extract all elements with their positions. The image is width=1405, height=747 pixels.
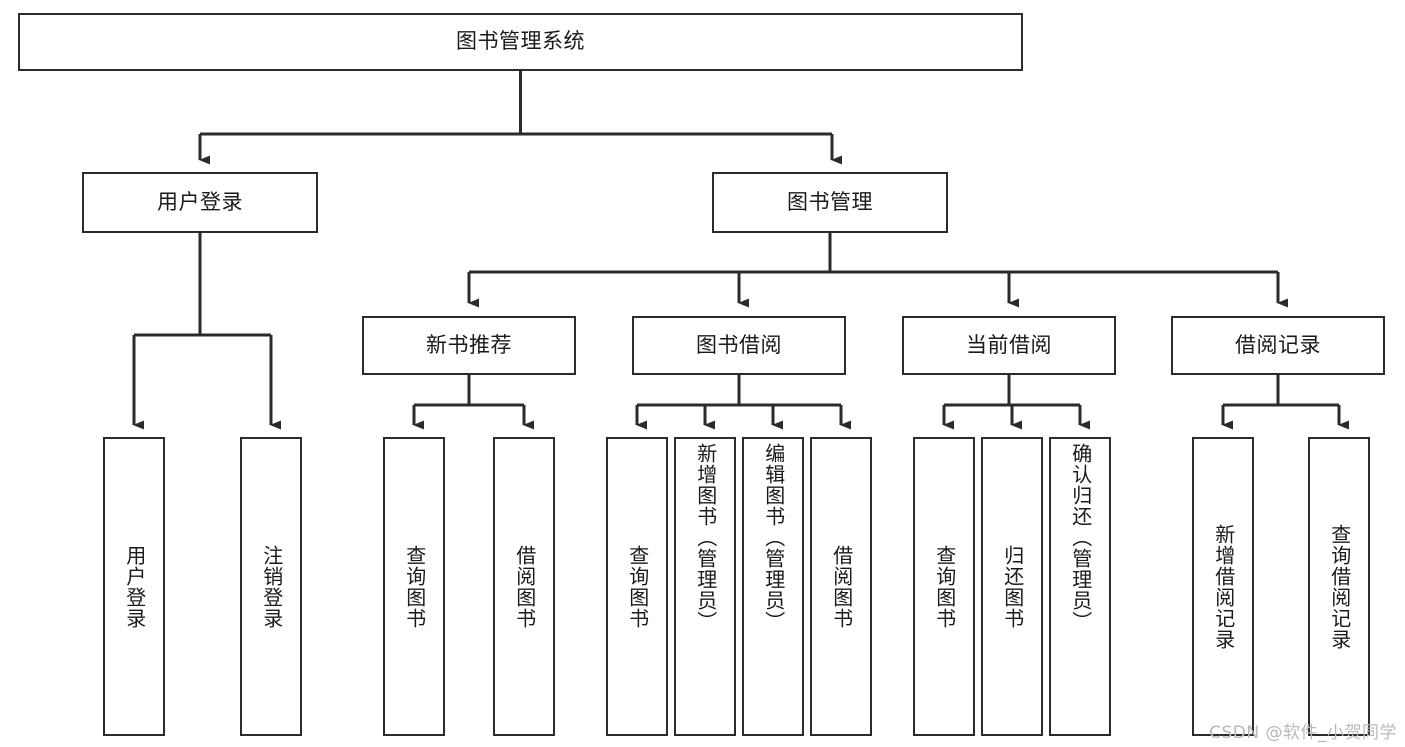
node-book-borrow-label: 图书借阅 [696,332,782,357]
node-leaf-add-record[interactable]: 新增借阅记录 [1192,437,1254,736]
node-leaf-query-book-2-label: 查询图书 [625,544,650,629]
node-leaf-query-book-2[interactable]: 查询图书 [606,437,668,736]
node-user-login-label: 用户登录 [157,189,243,214]
csdn-watermark: CSDN @软件_小贺同学 [1209,723,1397,743]
node-leaf-user-login-label: 用户登录 [122,544,147,629]
node-leaf-borrow-book-1[interactable]: 借阅图书 [493,437,555,736]
node-borrow-record-label: 借阅记录 [1235,332,1321,357]
node-leaf-borrow-book-2-label: 借阅图书 [829,544,854,629]
node-book-borrow[interactable]: 图书借阅 [632,316,846,375]
node-leaf-confirm-return-label: 确认归还（管理员） [1068,443,1093,632]
node-current-borrow-label: 当前借阅 [966,332,1052,357]
node-user-login[interactable]: 用户登录 [82,172,318,233]
node-new-book-recommend[interactable]: 新书推荐 [362,316,576,375]
node-leaf-edit-book-label: 编辑图书（管理员） [761,443,786,632]
node-new-book-recommend-label: 新书推荐 [426,332,512,357]
node-leaf-query-book-3-label: 查询图书 [932,544,957,629]
node-leaf-return-book[interactable]: 归还图书 [981,437,1043,736]
node-leaf-query-book-1[interactable]: 查询图书 [383,437,445,736]
node-leaf-query-record[interactable]: 查询借阅记录 [1308,437,1370,736]
node-leaf-user-login[interactable]: 用户登录 [103,437,165,736]
node-current-borrow[interactable]: 当前借阅 [902,316,1116,375]
node-leaf-add-record-label: 新增借阅记录 [1211,523,1236,650]
node-leaf-add-book-label: 新增图书（管理员） [693,443,718,632]
node-leaf-user-logout[interactable]: 注销登录 [240,437,302,736]
node-book-manage-label: 图书管理 [787,189,873,214]
node-leaf-edit-book[interactable]: 编辑图书（管理员） [742,437,804,736]
node-root-system-label: 图书管理系统 [456,29,585,54]
node-leaf-borrow-book-1-label: 借阅图书 [512,544,537,629]
node-leaf-query-book-1-label: 查询图书 [402,544,427,629]
node-leaf-return-book-label: 归还图书 [1000,544,1025,629]
node-book-manage[interactable]: 图书管理 [712,172,948,233]
node-leaf-add-book[interactable]: 新增图书（管理员） [674,437,736,736]
node-leaf-borrow-book-2[interactable]: 借阅图书 [810,437,872,736]
node-leaf-query-book-3[interactable]: 查询图书 [913,437,975,736]
node-borrow-record[interactable]: 借阅记录 [1171,316,1385,375]
node-leaf-query-record-label: 查询借阅记录 [1327,523,1352,650]
node-root-system[interactable]: 图书管理系统 [18,13,1023,71]
node-leaf-confirm-return[interactable]: 确认归还（管理员） [1049,437,1111,736]
node-leaf-user-logout-label: 注销登录 [259,544,284,629]
